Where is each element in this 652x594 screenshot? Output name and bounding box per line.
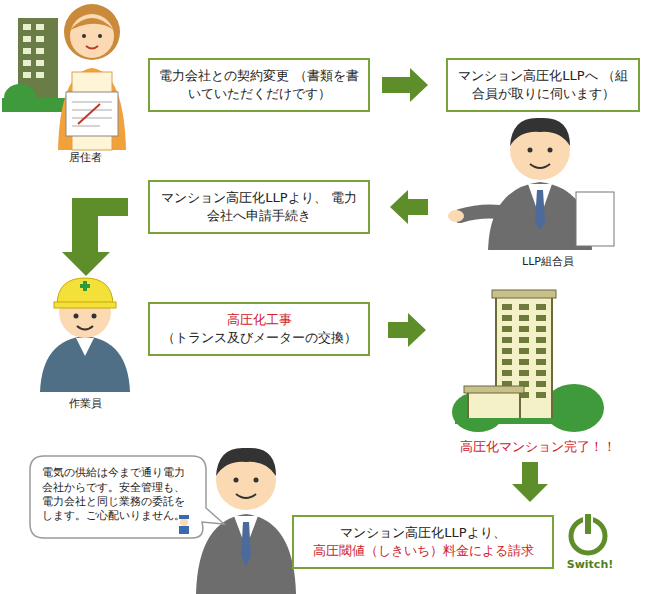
mansion-building xyxy=(452,290,604,432)
node-text: 電気の供給は今まで通り電力会社からです。安全管理も、電力会社と同じ業務の委託をし… xyxy=(42,466,194,523)
node-text: 高圧閾値（しきいち）料金による請求 xyxy=(313,542,534,560)
person-label: 居住者 xyxy=(69,150,102,165)
speech-bubble: 電気の供給は今まで通り電力会社からです。安全管理も、電力会社と同じ業務の委託をし… xyxy=(30,456,206,538)
node-text: （トランス及びメーターの交換） xyxy=(162,329,357,347)
llp-member-figure xyxy=(448,118,614,250)
node-text: マンション高圧化LLPへ （組合員が取りに伺います） xyxy=(456,67,630,102)
flow-arrow xyxy=(62,190,548,502)
status-label: 高圧化マンション完了！！ xyxy=(460,438,616,456)
node-text: 電力会社との契約変更 （書類を書いていただくだけです） xyxy=(158,67,360,102)
person-label: 作業員 xyxy=(69,396,102,411)
process-box: マンション高圧化LLPへ （組合員が取りに伺います） xyxy=(446,58,640,112)
node-text: マンション高圧化LLPより、 xyxy=(340,524,505,542)
switch-logo xyxy=(571,514,605,553)
process-box: マンション高圧化LLPより、高圧閾値（しきいち）料金による請求 xyxy=(292,515,554,569)
node-text: 高圧化工事 xyxy=(227,311,292,329)
person-label: LLP組合員 xyxy=(522,254,574,269)
process-box: マンション高圧化LLPより、 電力会社へ申請手続き xyxy=(148,180,370,234)
process-box: 高圧化工事（トランス及びメーターの交換） xyxy=(148,302,370,356)
process-box: 電力会社との契約変更 （書類を書いていただくだけです） xyxy=(148,58,370,112)
logo-text: Switch! xyxy=(567,558,613,571)
node-text: マンション高圧化LLPより、 電力会社へ申請手続き xyxy=(158,189,360,224)
flow-arrow xyxy=(382,68,428,102)
resident-figure xyxy=(2,4,126,150)
worker-figure xyxy=(40,278,130,392)
